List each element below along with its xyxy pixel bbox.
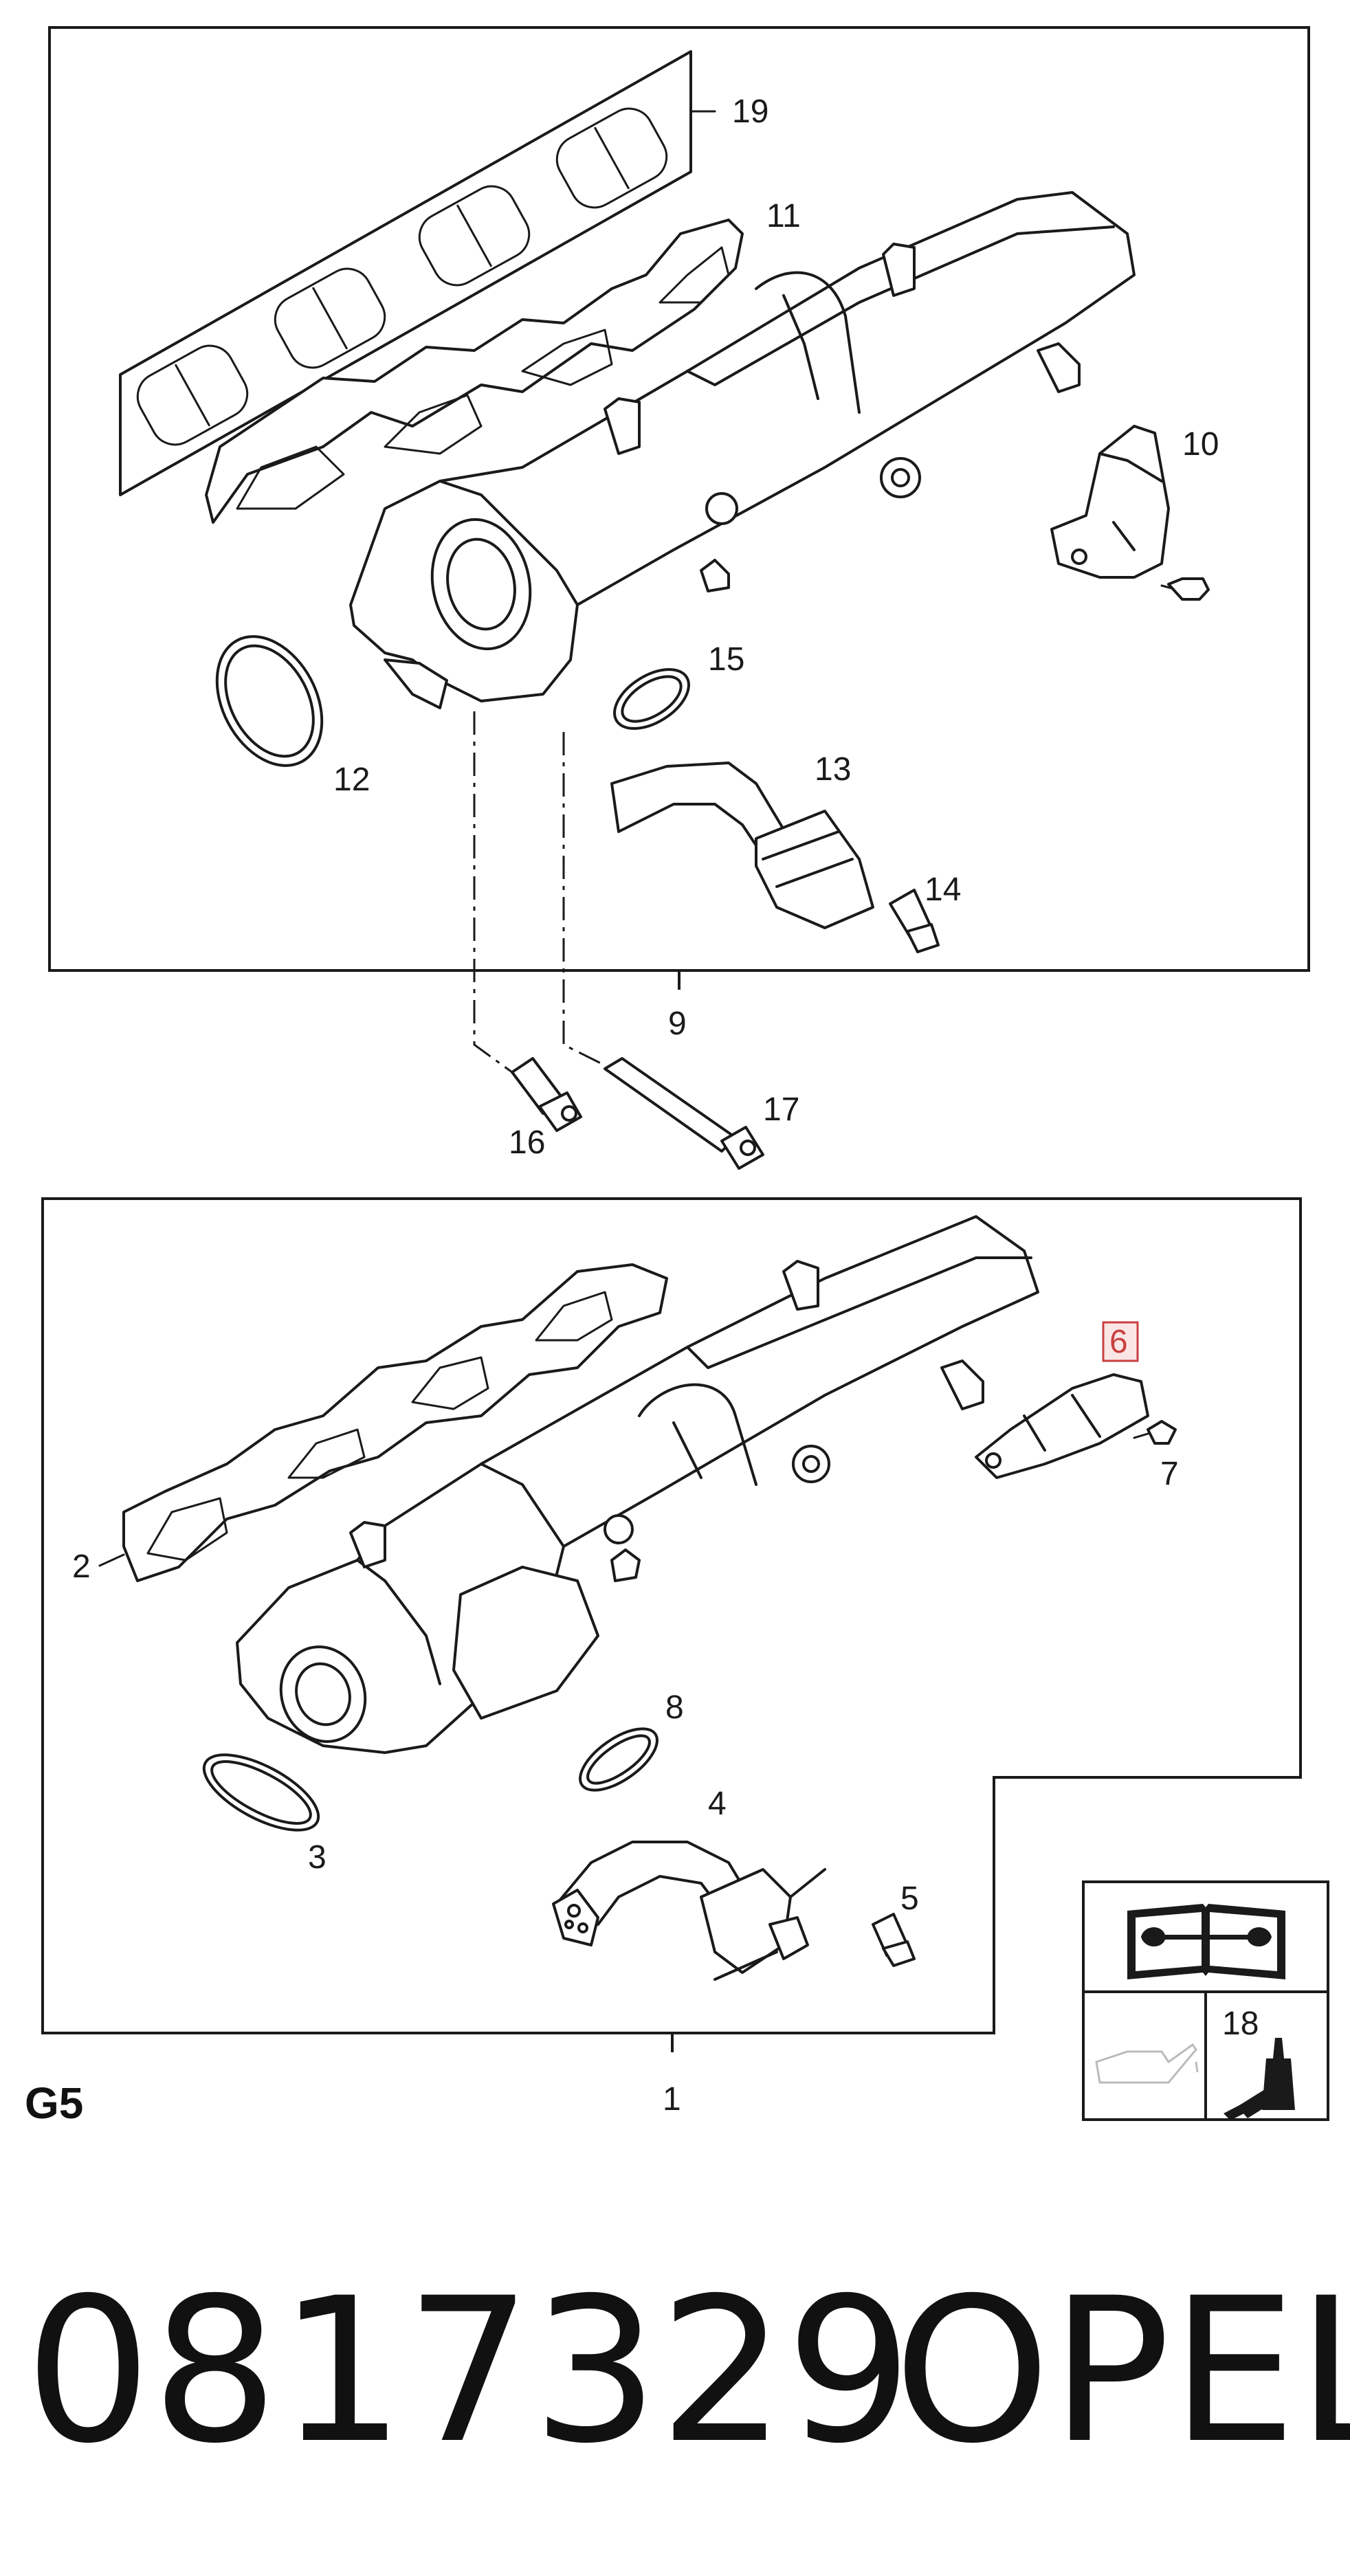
callout-14: 14 [925, 871, 961, 908]
callout-2: 2 [72, 1548, 91, 1585]
callout-10: 10 [1182, 426, 1219, 463]
sensor-10 [1050, 425, 1170, 579]
callout-5: 5 [900, 1880, 919, 1917]
callout-16: 16 [509, 1124, 545, 1161]
lower-assembly-1: 2 6 7 [41, 1197, 1302, 2118]
part-number: 0817329 [25, 2256, 913, 2487]
callout-12: 12 [333, 762, 370, 798]
upper-assembly-9: 19 11 [48, 26, 1310, 1042]
callout-17: 17 [763, 1091, 799, 1128]
bolt-14 [889, 889, 940, 953]
gasket-plate-19 [119, 50, 692, 496]
adhesive-bottle-icon [1224, 2038, 1295, 2120]
bolt-16 [511, 1057, 582, 1132]
bolt-5 [872, 1913, 916, 1967]
callout-8: 8 [665, 1689, 684, 1726]
callout-1: 1 [663, 2081, 681, 2118]
callout-19: 19 [732, 93, 768, 130]
callout-6: 6 [1109, 1324, 1128, 1360]
callout-6-highlight [1102, 1321, 1139, 1362]
intake-manifold-9 [349, 191, 1136, 709]
callout-11: 11 [766, 198, 801, 234]
icon-legend: 18 [1082, 1880, 1329, 2121]
pipe-13 [610, 762, 874, 929]
oil-can-icon [1095, 2043, 1199, 2084]
manual-book-wrench-icon [1127, 1904, 1285, 1979]
o-ring-3 [202, 1753, 320, 1832]
callout-4: 4 [708, 1786, 727, 1822]
callout-13: 13 [815, 751, 851, 788]
callout-18: 18 [1222, 2006, 1259, 2042]
o-ring-15 [613, 668, 690, 730]
gasket-2 [122, 1263, 668, 1582]
callout-3: 3 [308, 1839, 327, 1876]
bolt-17 [604, 1057, 764, 1170]
callout-9: 9 [668, 1006, 687, 1042]
intake-manifold-1 [236, 1215, 1039, 1754]
o-ring-8 [579, 1727, 659, 1792]
screw-7 [1133, 1420, 1177, 1445]
group-code: G5 [25, 2078, 83, 2128]
lower-assembly-frame [41, 1197, 1302, 2034]
callout-15: 15 [708, 641, 744, 678]
brand-name: OPEL [894, 2256, 1350, 2487]
pipe-4 [552, 1841, 826, 1981]
o-ring-12 [215, 635, 324, 767]
gasket-11 [205, 219, 744, 524]
sensor-6 [975, 1373, 1149, 1479]
callout-7: 7 [1160, 1456, 1179, 1492]
